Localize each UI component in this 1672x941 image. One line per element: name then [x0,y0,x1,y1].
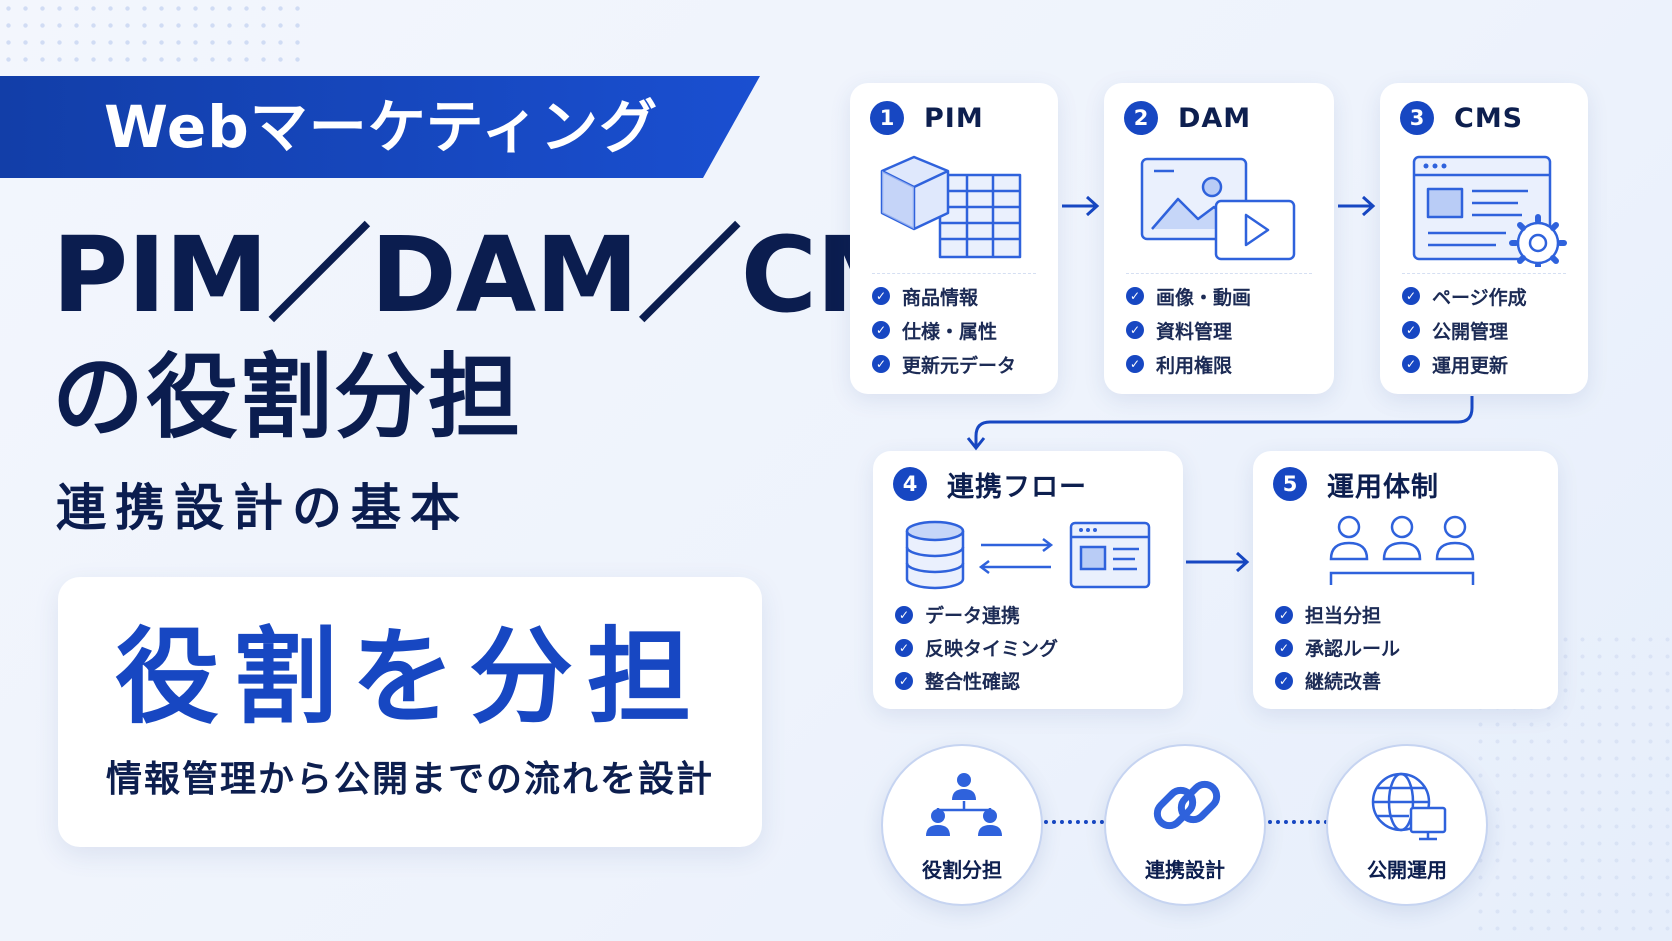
step-number-badge: 5 [1273,467,1307,501]
card-item-list: ✓商品情報 ✓仕様・属性 ✓更新元データ [872,279,1016,381]
list-item: ✓公開管理 [1402,313,1527,347]
list-item: ✓担当分担 [1275,598,1400,631]
web-page-settings-icon [1412,155,1567,267]
image-video-icon [1140,157,1296,261]
main-title-line1: PIM／DAM／CMS [52,214,993,336]
check-icon: ✓ [895,605,913,624]
arrow-right-icon [1062,195,1100,217]
team-members-icon [1329,515,1475,585]
list-item: ✓継続改善 [1275,664,1400,697]
check-icon: ✓ [1275,605,1293,624]
card-item-list: ✓データ連携 ✓反映タイミング ✓整合性確認 [895,598,1058,697]
list-item: ✓整合性確認 [895,664,1058,697]
list-item: ✓反映タイミング [895,631,1058,664]
list-item: ✓利用権限 [1126,347,1251,381]
arrow-right-icon [1186,551,1250,573]
step-number-badge: 4 [893,467,927,501]
card-header: 4 連携フロー [893,465,1087,503]
dotted-connector [1044,820,1104,824]
card-integration-flow: 4 連携フロー ✓データ連携 ✓反映タイミング ✓整合性確認 [873,451,1183,709]
card-divider [1402,273,1566,274]
card-title: 連携フロー [947,471,1087,503]
card-dam: 2 DAM ✓画像・動画 ✓資料管理 ✓利用権限 [1104,83,1334,394]
lead-card: 役割を分担 情報管理から公開までの流れを設計 [58,577,762,847]
check-icon: ✓ [1402,287,1420,305]
card-header: 1 PIM [870,99,984,137]
card-item-list: ✓担当分担 ✓承認ルール ✓継続改善 [1275,598,1400,697]
step-number-badge: 1 [870,101,904,135]
arrow-right-icon [1338,195,1376,217]
database-sync-icon [905,520,1151,590]
bubble-label: 役割分担 [922,858,1002,882]
card-pim: 1 PIM ✓商品情報 ✓仕様・属性 ✓更新元データ [850,83,1058,394]
bubble-integration-design: 連携設計 [1104,744,1266,906]
card-title: CMS [1454,102,1524,134]
card-title: 運用体制 [1327,471,1439,503]
globe-monitor-icon [1371,772,1447,841]
check-icon: ✓ [1126,355,1144,373]
check-icon: ✓ [1126,287,1144,305]
subtitle: 連携設計の基本 [56,479,469,537]
check-icon: ✓ [1402,321,1420,339]
card-header: 3 CMS [1400,99,1523,137]
check-icon: ✓ [1126,321,1144,339]
category-banner [0,76,760,178]
bubble-publishing-operations: 公開運用 [1326,744,1488,906]
card-title: PIM [924,102,984,134]
list-item: ✓画像・動画 [1126,279,1251,313]
dot-pattern-top-left [0,0,300,70]
list-item: ✓承認ルール [1275,631,1400,664]
dotted-connector [1268,820,1328,824]
cube-table-icon [880,155,1022,259]
card-header: 5 運用体制 [1273,465,1439,503]
check-icon: ✓ [872,355,890,373]
check-icon: ✓ [1402,355,1420,373]
card-header: 2 DAM [1124,99,1251,137]
card-divider [1126,273,1312,274]
check-icon: ✓ [1275,638,1293,657]
org-chart-icon [926,773,1002,836]
category-label: Webマーケティング [104,93,659,161]
card-divider [872,273,1036,274]
main-title-line2: の役割分担 [52,344,523,451]
check-icon: ✓ [895,638,913,657]
lead-headline: 役割を分担 [114,616,705,738]
bubble-label: 連携設計 [1145,858,1225,882]
list-item: ✓商品情報 [872,279,1016,313]
check-icon: ✓ [872,287,890,305]
list-item: ✓データ連携 [895,598,1058,631]
list-item: ✓運用更新 [1402,347,1527,381]
list-item: ✓仕様・属性 [872,313,1016,347]
list-item: ✓ページ作成 [1402,279,1527,313]
step-number-badge: 2 [1124,101,1158,135]
card-item-list: ✓画像・動画 ✓資料管理 ✓利用権限 [1126,279,1251,381]
check-icon: ✓ [1275,671,1293,690]
bubble-role-division: 役割分担 [881,744,1043,906]
check-icon: ✓ [895,671,913,690]
card-operations: 5 運用体制 ✓担当分担 ✓承認ルール ✓継続改善 [1253,451,1558,709]
check-icon: ✓ [872,321,890,339]
list-item: ✓資料管理 [1126,313,1251,347]
bubble-label: 公開運用 [1367,858,1447,882]
card-item-list: ✓ページ作成 ✓公開管理 ✓運用更新 [1402,279,1527,381]
lead-description: 情報管理から公開までの流れを設計 [105,759,714,800]
list-item: ✓更新元データ [872,347,1016,381]
card-title: DAM [1178,102,1252,134]
step-number-badge: 3 [1400,101,1434,135]
chain-link-icon [1153,780,1221,830]
card-cms: 3 CMS ✓ページ作成 ✓公開管理 ✓運用更新 [1380,83,1588,394]
return-arrow-icon [966,396,1474,451]
